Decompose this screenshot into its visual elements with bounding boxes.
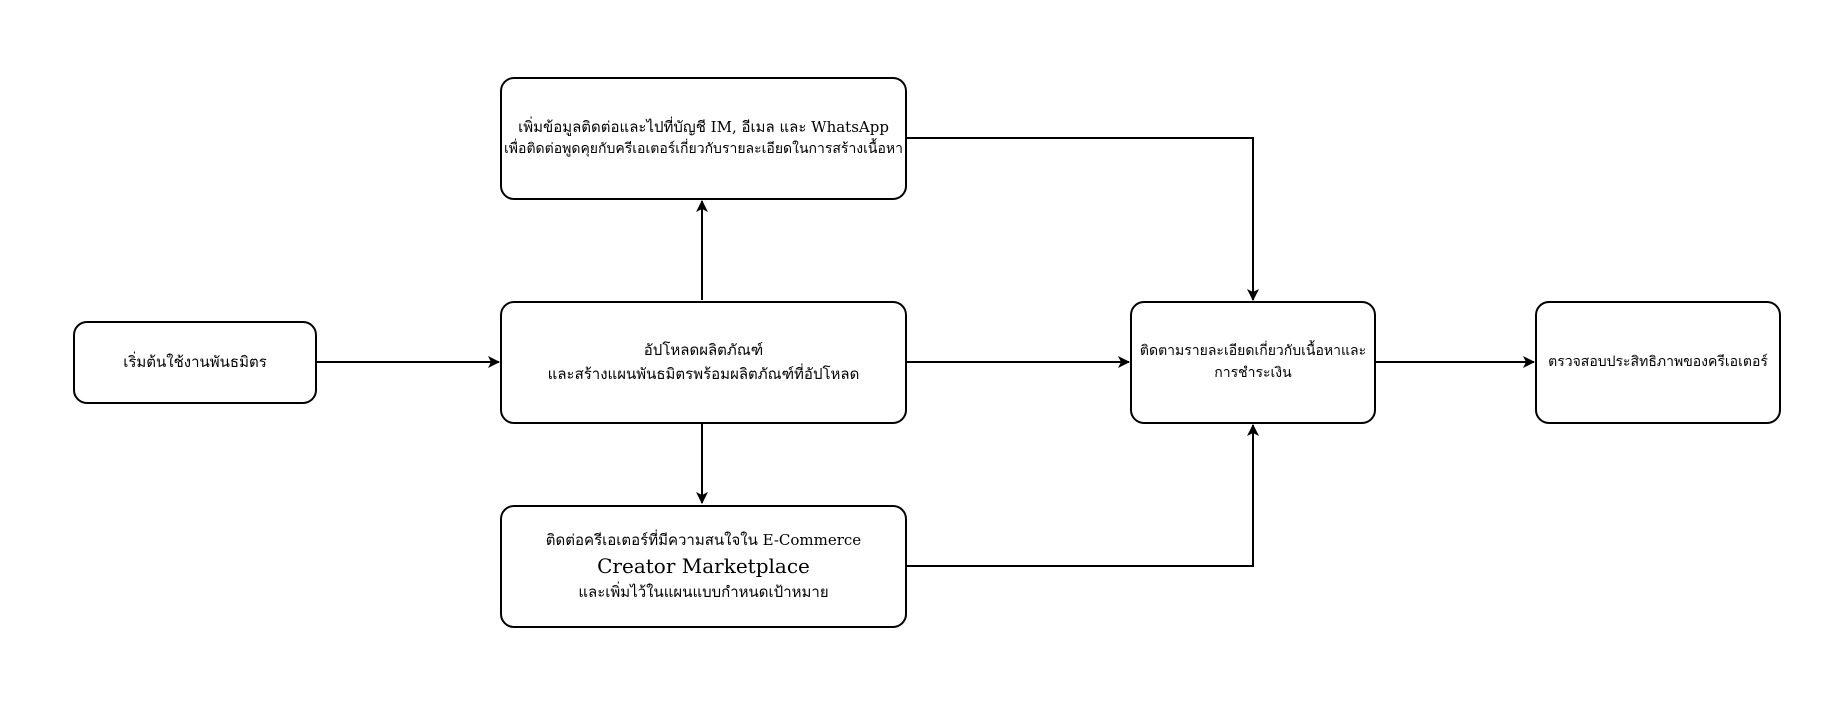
node-evaluate-creator-text: ตรวจสอบประสิทธิภาพของครีเอเตอร์: [1548, 353, 1768, 370]
node-track-content-payment[interactable]: ติดตามรายละเอียดเกี่ยวกับเนื้อหาและ การช…: [1130, 301, 1376, 424]
node-creator-marketplace-line2: Creator Marketplace: [597, 554, 810, 578]
node-upload-products-subtitle: และสร้างแผนพันธมิตรพร้อมผลิตภัณฑ์ที่อัปโ…: [547, 364, 860, 383]
node-creator-marketplace-line1: ติดต่อครีเอเตอร์ที่มีความสนใจใน E-Commer…: [545, 530, 862, 549]
node-creator-marketplace[interactable]: ติดต่อครีเอเตอร์ที่มีความสนใจใน E-Commer…: [500, 505, 907, 628]
arrow-marketplace-to-track: [906, 424, 1259, 567]
node-add-contact-info-line2: เพื่อติดต่อพูดคุยกับครีเอเตอร์เกี่ยวกับร…: [504, 141, 903, 158]
node-upload-products[interactable]: อัปโหลดผลิตภัณฑ์ และสร้างแผนพันธมิตรพร้อ…: [500, 301, 907, 424]
node-creator-marketplace-line3: และเพิ่มไว้ในแผนแบบกำหนดเป้าหมาย: [578, 583, 829, 601]
node-add-contact-info[interactable]: เพิ่มข้อมูลติดต่อและไปที่บัญชี IM, อีเมล…: [500, 77, 907, 200]
node-add-contact-info-line1: เพิ่มข้อมูลติดต่อและไปที่บัญชี IM, อีเมล…: [518, 118, 889, 137]
node-start-affiliate[interactable]: เริ่มต้นใช้งานพันธมิตร: [73, 321, 317, 404]
arrow-contact-info-to-track: [906, 137, 1259, 301]
node-upload-products-title: อัปโหลดผลิตภัณฑ์: [643, 341, 764, 360]
node-track-content-payment-line2: การชำระเงิน: [1214, 364, 1292, 381]
node-evaluate-creator[interactable]: ตรวจสอบประสิทธิภาพของครีเอเตอร์: [1535, 301, 1781, 424]
node-start-affiliate-text: เริ่มต้นใช้งานพันธมิตร: [123, 352, 267, 371]
node-track-content-payment-line1: ติดตามรายละเอียดเกี่ยวกับเนื้อหาและ: [1139, 342, 1367, 359]
